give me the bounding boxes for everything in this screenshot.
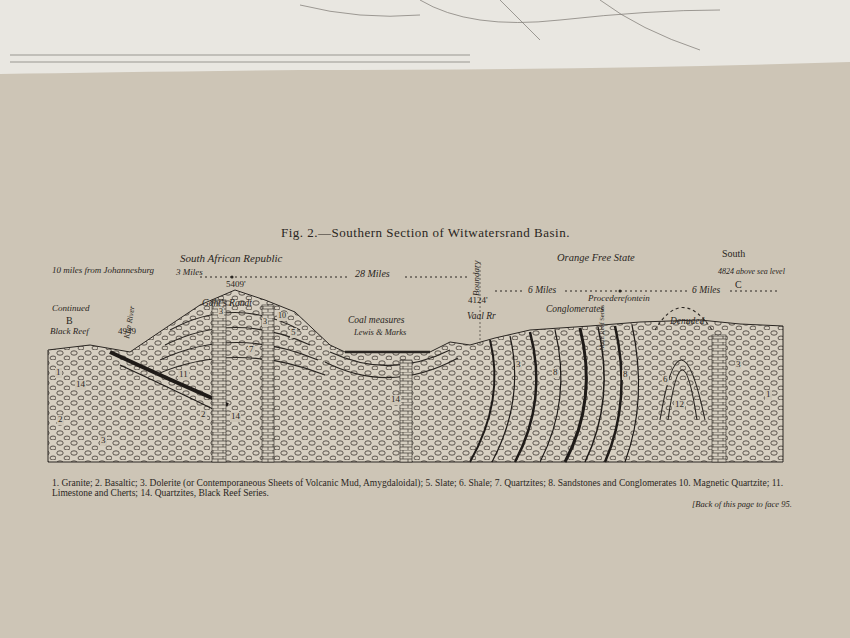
- section-label: [Back of this page to face 95.: [692, 500, 792, 509]
- section-label: 3 Miles: [176, 268, 203, 278]
- section-label: C: [735, 279, 742, 290]
- callout-number: 3: [218, 308, 224, 317]
- section-label: 4824 above sea level: [718, 268, 785, 277]
- section-label: South African Republic: [180, 252, 282, 264]
- section-label: Procederefontein: [588, 294, 650, 304]
- section-label: Orange Free State: [557, 252, 635, 264]
- callout-number: 12: [674, 400, 685, 410]
- callout-number: 3: [735, 360, 742, 370]
- callout-number: 14: [390, 395, 401, 405]
- section-label: Denuded: [670, 316, 704, 326]
- section-label: Vaal Rr: [467, 311, 496, 321]
- section-label: South: [722, 248, 745, 259]
- section-label: Continued: [52, 304, 90, 314]
- section-label: Main Reef Series: [598, 305, 605, 350]
- section-label: 28 Miles: [355, 268, 390, 279]
- section-label: 6 Miles: [528, 285, 556, 295]
- section-label: Lewis & Marks: [354, 328, 406, 337]
- callout-number: 5: [290, 328, 297, 338]
- section-label: B: [66, 315, 73, 326]
- callout-number: 8: [622, 370, 629, 380]
- legend-caption: 1. Granite; 2. Basaltic; 3. Dolerite (or…: [52, 478, 792, 499]
- callout-number: 14: [75, 380, 86, 390]
- section-label: 10 miles from Johannesburg: [52, 266, 154, 276]
- figure-title: Fig. 2.—Southern Section of Witwatersran…: [281, 226, 570, 240]
- callout-number: 11: [178, 370, 189, 380]
- section-label: Black Reef: [50, 327, 89, 337]
- callout-number: 3: [262, 318, 268, 327]
- callout-number: 2: [200, 410, 207, 420]
- section-label: Conglomerates: [546, 304, 604, 314]
- callout-number: 7: [248, 345, 255, 355]
- callout-number: 14: [230, 412, 241, 422]
- callout-number: 2: [57, 415, 64, 425]
- callout-number: 3: [515, 360, 522, 370]
- callout-number: 3: [100, 436, 107, 446]
- callout-number: 1: [55, 368, 62, 378]
- section-label: 6 Miles: [692, 285, 720, 295]
- callout-number: 1: [765, 390, 772, 400]
- section-label: 5409': [226, 280, 246, 290]
- section-label: 4949: [118, 327, 136, 337]
- section-label: Coal measures: [348, 315, 404, 325]
- section-label: Gaht's Randt: [202, 298, 252, 308]
- callout-number: 8: [552, 368, 559, 378]
- section-label: Boundary: [472, 261, 482, 297]
- callout-number: 6: [662, 375, 669, 385]
- section-label: 4124': [468, 296, 488, 306]
- callout-number: 10: [277, 312, 287, 321]
